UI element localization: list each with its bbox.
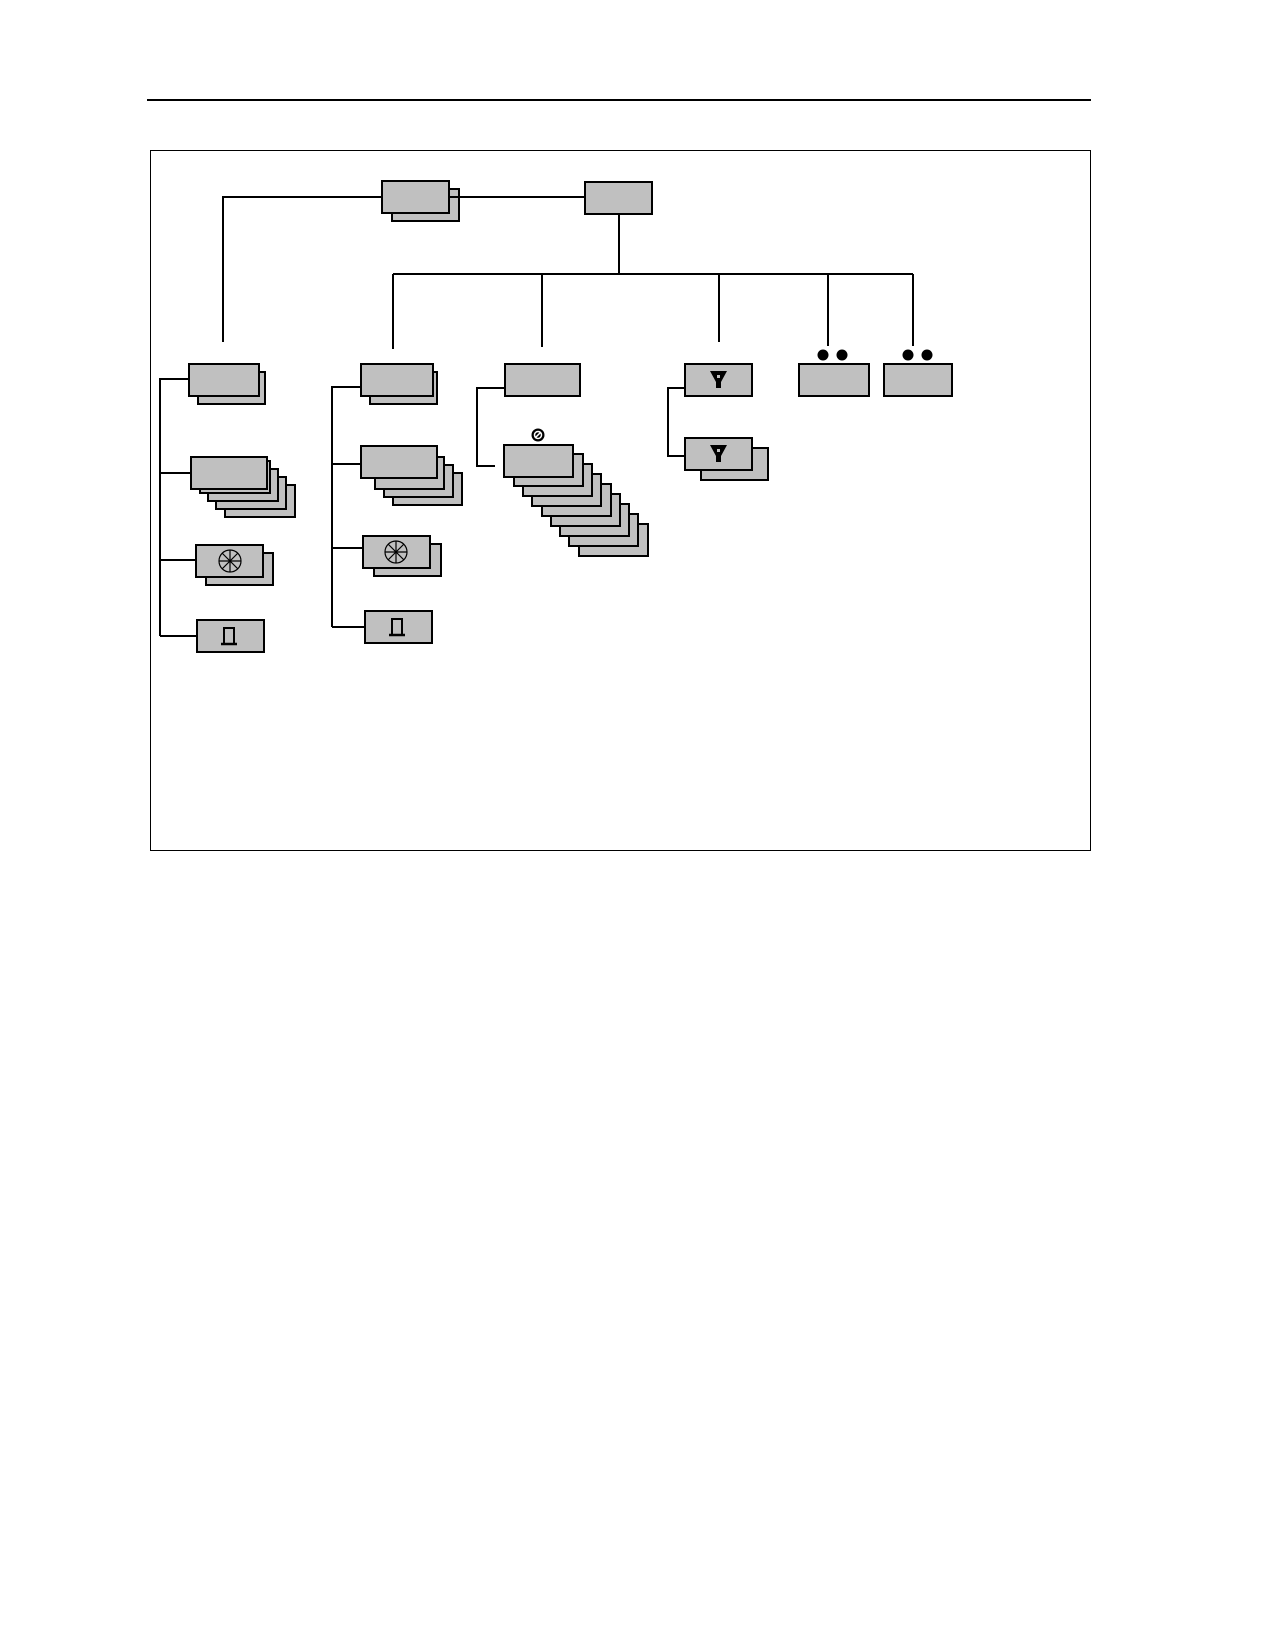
group-1-header-stack [188, 363, 266, 405]
column-icon [389, 618, 405, 637]
secondary-root-node [584, 181, 653, 215]
group-4-connector [667, 387, 685, 457]
group-2-header-stack [360, 363, 438, 405]
group-1-column-node [196, 619, 265, 653]
diagram-frame [150, 150, 1091, 851]
group-5-node [798, 349, 870, 397]
prohibited-icon [531, 428, 545, 442]
wheel-icon [384, 540, 408, 564]
group-3-header-node [504, 363, 581, 397]
wheel-icon [218, 549, 242, 573]
group-4-funnel-stack [684, 437, 769, 481]
group-2-wheel-stack [362, 535, 442, 577]
double-dot-icon [817, 349, 848, 361]
group-3-connector [476, 387, 505, 467]
group-1-item-stack [190, 456, 296, 518]
root-node-stack [381, 180, 460, 222]
funnel-icon [710, 445, 727, 462]
group-2-column-node [364, 610, 433, 644]
group-2-connector [331, 386, 365, 628]
group-4-header-node [684, 363, 753, 397]
group-3-item-stack [503, 444, 649, 557]
group-1-connector [159, 378, 197, 637]
group-6-node [883, 349, 953, 397]
group-1-wheel-stack [195, 544, 274, 586]
top-connectors [222, 196, 914, 349]
funnel-icon [710, 371, 727, 388]
double-dot-icon [902, 349, 933, 361]
column-icon [221, 627, 237, 646]
group-2-item-stack [360, 445, 463, 506]
